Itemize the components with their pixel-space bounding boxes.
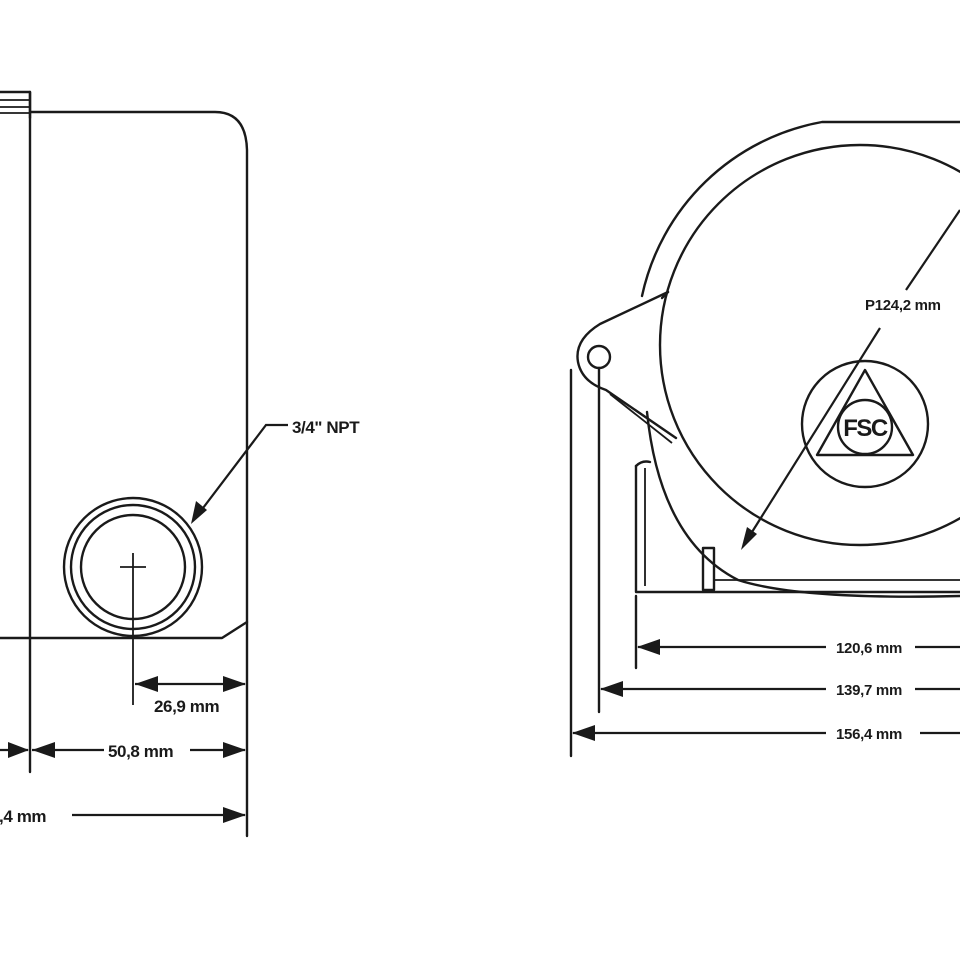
dim-base-width	[637, 639, 960, 655]
mounting-ear	[576, 290, 678, 444]
npt-port	[62, 496, 204, 705]
dim-mount-width-label: 139,7 mm	[836, 682, 902, 699]
diameter-label: P124,2 mm	[865, 297, 941, 314]
dim-total-width	[572, 725, 960, 741]
dim-base-width-label: 120,6 mm	[836, 640, 902, 657]
dim-total-depth-label: ,4 mm	[0, 807, 46, 826]
front-view: FSC P124,2 mm 120,6 mm 139,7 mm	[569, 120, 960, 758]
dim-total-depth	[72, 807, 246, 823]
dim-total-width-label: 156,4 mm	[836, 726, 902, 743]
dim-port-offset	[135, 676, 246, 692]
cover-inner	[658, 143, 960, 547]
dim-mount-width	[600, 681, 960, 697]
dim-body-depth-label: 50,8 mm	[108, 742, 174, 761]
npt-leader	[191, 423, 288, 524]
cover-outer	[640, 120, 960, 298]
side-view: 3/4" NPT 26,9 mm 50,8 mm ,4 mm	[0, 90, 361, 838]
fsc-logo: FSC	[800, 359, 930, 489]
npt-label: 3/4" NPT	[292, 418, 360, 437]
fsc-logo-text: FSC	[843, 415, 888, 442]
diameter-leader	[741, 209, 960, 550]
thread-stub	[0, 90, 32, 120]
dim-body-depth	[0, 742, 246, 758]
dim-port-offset-label: 26,9 mm	[154, 697, 220, 716]
front-base	[634, 460, 960, 594]
side-body-outline	[0, 110, 249, 640]
